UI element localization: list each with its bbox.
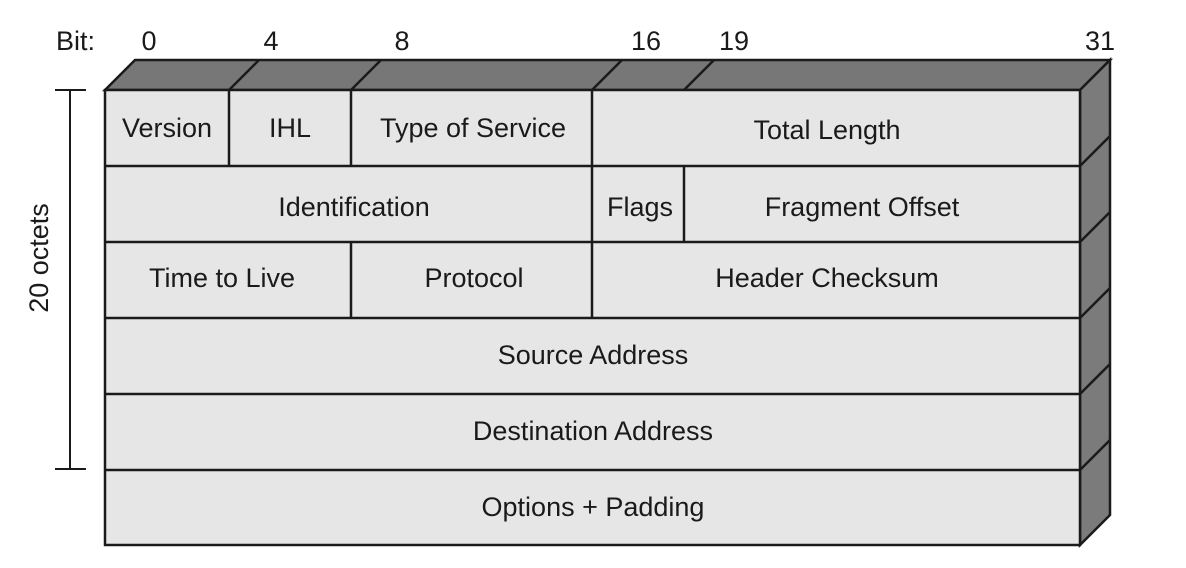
field-header-checksum: Header Checksum	[715, 263, 939, 293]
field-version: Version	[122, 113, 212, 143]
bit-tick-19: 19	[719, 26, 749, 56]
field-destination-address: Destination Address	[473, 416, 713, 446]
field-time-to-live: Time to Live	[149, 263, 295, 293]
top-face-dividers	[228, 59, 715, 91]
field-ihl: IHL	[269, 113, 311, 143]
field-options-padding: Options + Padding	[482, 492, 705, 522]
bit-tick-31: 31	[1085, 26, 1115, 56]
bit-tick-4: 4	[263, 26, 278, 56]
field-protocol: Protocol	[424, 263, 523, 293]
bit-tick-16: 16	[631, 26, 661, 56]
field-flags: Flags	[607, 192, 673, 222]
column-separators	[227, 90, 686, 318]
bit-label: Bit:	[56, 26, 95, 56]
bit-tick-8: 8	[394, 26, 409, 56]
octets-bracket	[55, 89, 86, 470]
bit-tick-0: 0	[141, 26, 156, 56]
field-identification: Identification	[278, 192, 430, 222]
side-face-dividers	[1079, 135, 1111, 471]
field-type-of-service: Type of Service	[380, 113, 566, 143]
side-label: 20 octets	[24, 203, 54, 313]
field-source-address: Source Address	[498, 340, 689, 370]
field-total-length: Total Length	[753, 115, 900, 145]
field-fragment-offset: Fragment Offset	[765, 192, 960, 222]
